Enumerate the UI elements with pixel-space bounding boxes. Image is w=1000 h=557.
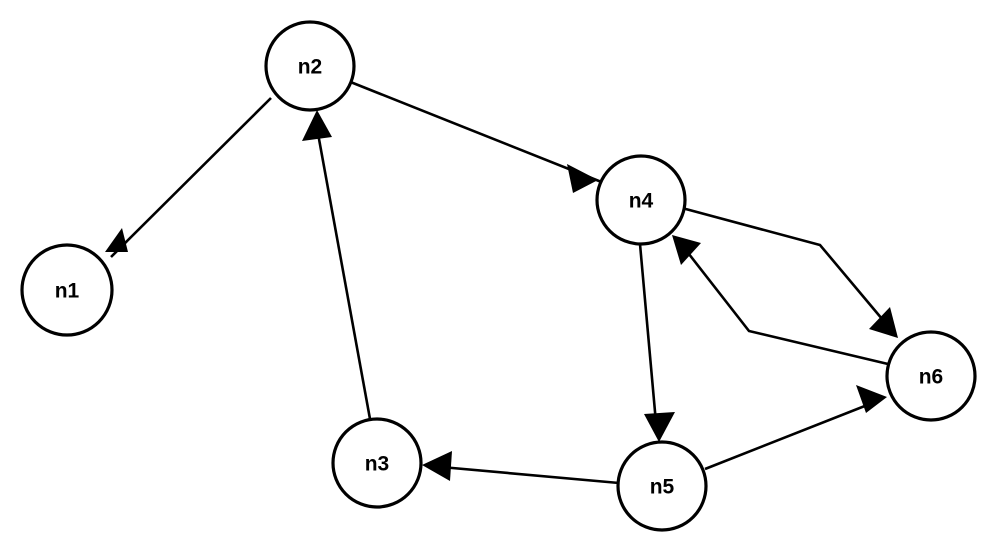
edge-n2-n1-hitarea[interactable] bbox=[111, 98, 271, 257]
edge-n4-n5-arrowhead-icon bbox=[644, 412, 675, 442]
node-n4-circle[interactable] bbox=[595, 154, 687, 246]
edge-n6-n4[interactable] bbox=[672, 235, 889, 366]
node-n3[interactable]: n3 bbox=[331, 417, 423, 509]
edge-n4-n5[interactable] bbox=[638, 243, 675, 442]
edge-n3-n2-line bbox=[313, 116, 372, 420]
edge-n5-n6-line bbox=[704, 398, 881, 471]
edge-n5-n3-arrowhead-icon bbox=[422, 451, 452, 481]
node-n5-circle[interactable] bbox=[616, 440, 708, 532]
node-n6[interactable]: n6 bbox=[885, 330, 977, 422]
edge-n2-n4-hitarea[interactable] bbox=[348, 81, 604, 183]
edge-n2-n1-line bbox=[110, 97, 272, 258]
edge-n5-n6-hitarea[interactable] bbox=[705, 400, 880, 469]
edge-n6-n4-arrowhead-icon bbox=[672, 235, 701, 265]
edge-n5-n3-hitarea[interactable] bbox=[430, 466, 619, 483]
edge-n4-n5-line bbox=[638, 243, 659, 435]
edge-n2-n1[interactable] bbox=[105, 97, 272, 258]
node-n2-circle[interactable] bbox=[264, 20, 356, 112]
node-n2[interactable]: n2 bbox=[264, 20, 356, 112]
node-layer: n1 n2 n3 n4 n5 n6 bbox=[20, 20, 977, 532]
node-n4[interactable]: n4 bbox=[595, 154, 687, 246]
edge-n2-n4-arrowhead-icon bbox=[567, 164, 598, 193]
edge-n5-n6-arrowhead-icon bbox=[856, 385, 887, 413]
edge-n5-n3-line bbox=[429, 464, 620, 485]
node-n3-circle[interactable] bbox=[331, 417, 423, 509]
edge-n2-n4-line bbox=[347, 79, 605, 185]
edge-n5-n3[interactable] bbox=[422, 451, 620, 485]
edge-n4-n6-arrowhead-icon bbox=[869, 307, 898, 338]
edge-n4-n6[interactable] bbox=[681, 206, 898, 338]
edge-n6-n4-hitarea[interactable] bbox=[678, 240, 888, 364]
node-n1-circle[interactable] bbox=[20, 243, 114, 337]
edge-n4-n5-hitarea[interactable] bbox=[640, 244, 657, 434]
node-n1[interactable]: n1 bbox=[20, 243, 114, 337]
edge-n2-n4[interactable] bbox=[347, 79, 605, 193]
edge-n6-n4-line bbox=[676, 239, 889, 366]
edge-n4-n6-hitarea[interactable] bbox=[682, 208, 893, 332]
edge-n5-n6[interactable] bbox=[704, 385, 887, 471]
edge-n3-n2-arrowhead-icon bbox=[302, 110, 332, 141]
edge-n3-n2[interactable] bbox=[302, 110, 372, 420]
edge-layer bbox=[105, 79, 898, 485]
edge-n4-n6-line bbox=[681, 206, 894, 333]
edge-n2-n1-arrowhead-icon bbox=[105, 228, 128, 252]
node-n5[interactable]: n5 bbox=[616, 440, 708, 532]
node-n6-circle[interactable] bbox=[885, 330, 977, 422]
edge-n3-n2-hitarea[interactable] bbox=[315, 117, 370, 419]
